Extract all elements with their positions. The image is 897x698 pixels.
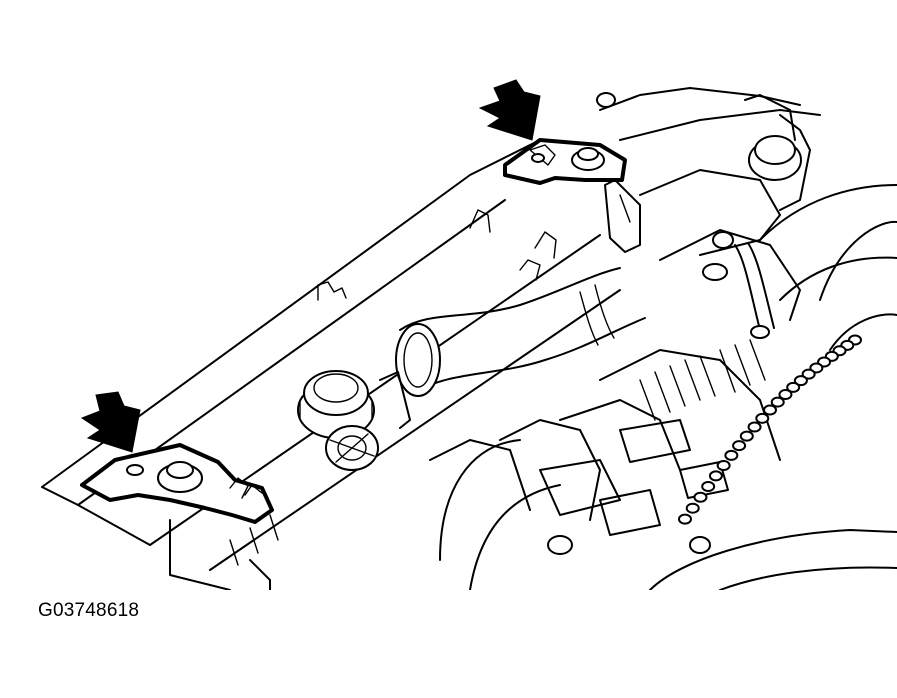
coolant-reservoir (596, 87, 821, 211)
harness-bead (770, 396, 785, 408)
harness-bead (763, 404, 777, 416)
figure-code: G03748618 (38, 600, 140, 621)
harness-bead (732, 440, 747, 452)
filler-neck-knob (325, 425, 379, 471)
engine-block (429, 169, 801, 591)
upper-right-mounting-bracket (503, 138, 627, 185)
intake-hose (395, 267, 646, 397)
wiring-harness (678, 334, 862, 525)
radiator-cover-panel (41, 139, 621, 591)
black-pointer-arrow-icon (478, 79, 541, 141)
harness-bead (708, 470, 723, 482)
lower-left-mounting-bracket (80, 443, 274, 524)
harness-bead (755, 412, 770, 424)
harness-bead (778, 389, 793, 401)
harness-bead (678, 513, 692, 525)
harness-bead (685, 502, 700, 514)
vacuum-hose (734, 242, 775, 339)
harness-bead (747, 421, 762, 433)
harness-bead (724, 449, 739, 461)
harness-bead (693, 491, 708, 503)
harness-bead (786, 381, 801, 393)
harness-bead (739, 430, 754, 442)
harness-bead (701, 480, 716, 492)
black-pointer-arrow-icon (80, 391, 141, 453)
harness-bead (801, 368, 816, 380)
harness-bead (716, 460, 731, 472)
pulley-housing (649, 184, 897, 591)
harness-bead (793, 375, 808, 387)
radiator-cap (297, 370, 375, 439)
hose-clamp (379, 179, 641, 429)
